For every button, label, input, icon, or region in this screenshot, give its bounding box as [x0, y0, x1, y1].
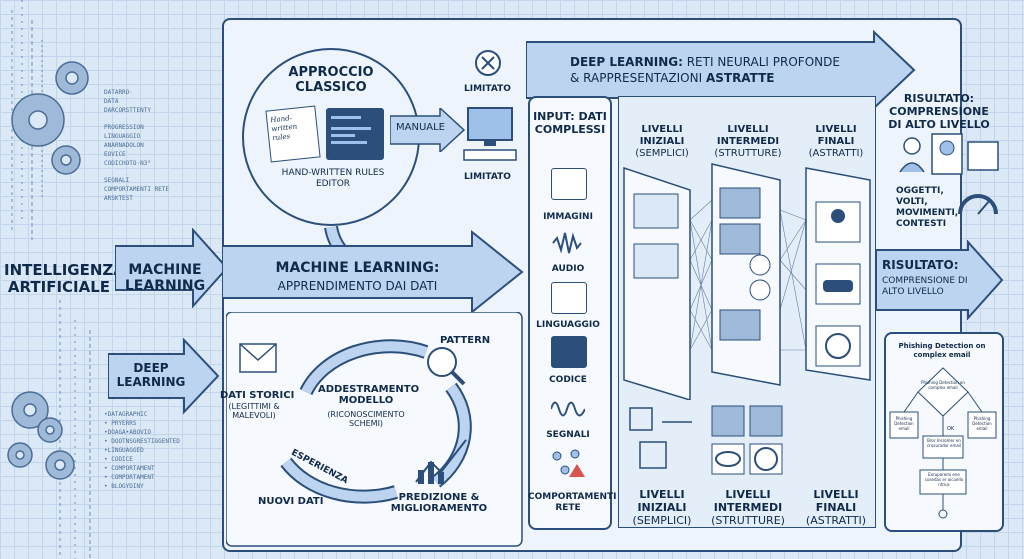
input-item: SEGNALI: [546, 430, 590, 440]
signal-icon: [550, 394, 586, 424]
layer-bottom-label: LIVELLI FINALI(ASTRATTI): [805, 488, 867, 527]
pattern-label: PATTERN: [440, 335, 491, 346]
input-item: CODICE: [549, 375, 587, 385]
classic-title: APPROCCIO CLASSICO: [288, 65, 374, 95]
addestramento-sub: (RICONOSCIMENTO SCHEMI): [327, 410, 405, 428]
classic-caption: HAND-WRITTEN RULES EDITOR: [281, 168, 385, 189]
ml-subtitle: APPRENDIMENTO DAI DATI: [277, 279, 438, 293]
limitato-bottom: LIMITATO: [464, 172, 511, 182]
dati-storici-sub: (LEGITTIMI & MALEVOLI): [228, 402, 280, 420]
computer-icon: [463, 107, 517, 161]
limitato-top: LIMITATO: [464, 84, 511, 94]
flow-title: Phishing Detection on complex email: [898, 342, 986, 359]
ml-arrow: [115, 228, 229, 308]
layer-top-label: LIVELLI FINALI(ASTRATTI): [808, 124, 864, 159]
people-icon: [899, 133, 999, 175]
side-text-bottom: •DATAGRAPHIC• PRYERRS•DOAGA•ABOVIO • DOO…: [104, 411, 180, 490]
gauge-icon: [958, 194, 998, 215]
layer-top-label: LIVELLI INTERMEDI(STRUTTURE): [714, 124, 782, 159]
dati-storici: DATI STORICI: [220, 390, 295, 401]
audio-icon: [551, 228, 585, 258]
manuale-label: MANUALE: [396, 122, 445, 133]
addestramento-label: ADDESTRAMENTO MODELLO: [318, 384, 420, 406]
flow-ok: OK: [947, 426, 955, 432]
flow-mid: Bror Insromer en crusurador email: [926, 438, 962, 448]
nuovi-dati-label: NUOVI DATI: [258, 496, 324, 507]
face-icon: [551, 168, 587, 200]
result-arrow-title: RISULTATO:: [882, 258, 959, 272]
input-title: INPUT: DATI COMPLESSI: [533, 110, 607, 136]
gear-icon: [7, 61, 89, 480]
layer-bottom-label: LIVELLI INTERMEDI(STRUTTURE): [711, 488, 785, 527]
neural-layers: [623, 163, 871, 400]
left-decoration: [7, 0, 91, 559]
flow-main: Phishing Detection on complex email: [921, 380, 965, 390]
layer-bottom-label: LIVELLI INIZIALI(SEMPLICI): [632, 488, 692, 527]
dl-arrow: [108, 338, 220, 415]
chat-icon: [551, 282, 587, 314]
predizione-label: PREDIZIONE & MIGLIORAMENTO: [390, 492, 488, 514]
ml-main-arrow: [222, 230, 524, 314]
dl-title: DEEP LEARNING: RETI NEURALI PROFONDE & R…: [570, 55, 840, 85]
input-item: COMPORTAMENTI RETE: [528, 492, 617, 513]
ai-label: INTELLIGENZA ARTIFICIALE: [4, 261, 125, 296]
ml-label: MACHINE LEARNING: [124, 262, 206, 294]
result-top-title: RISULTATO: COMPRENSIONE DI ALTO LIVELLO: [888, 92, 990, 131]
rules-note: Hand-written rules: [265, 105, 321, 163]
flowchart: [889, 367, 997, 519]
code-editor-icon: [326, 108, 384, 160]
result-arrow-sub: COMPRENSIONE DI ALTO LIVELLO: [882, 276, 968, 297]
input-item: AUDIO: [551, 264, 585, 274]
result-arrow: [876, 240, 1004, 320]
network-warning-icon: [551, 448, 585, 478]
code-icon: [551, 336, 587, 368]
close-icon: [475, 50, 501, 76]
input-item: IMMAGINI: [543, 212, 593, 222]
manuale-arrow: [390, 108, 466, 152]
ml-title: MACHINE LEARNING:: [275, 260, 440, 276]
layers-bottom-icons: [629, 405, 783, 475]
ml-cycle: [226, 312, 523, 547]
flow-right: Phishing Detection email: [972, 416, 992, 431]
flow-left: Phishing Detection email: [894, 416, 914, 431]
input-item: LINGUAGGIO: [536, 320, 600, 330]
flow-bottom: Exruporemi ene cosedas er oicuello ntriu…: [924, 472, 964, 487]
layer-top-label: LIVELLI INIZIALI(SEMPLICI): [635, 124, 689, 159]
dl-label: DEEP LEARNING: [116, 361, 186, 389]
result-objects: OGGETTI, VOLTI, MOVIMENTI, CONTESTI: [896, 186, 959, 229]
